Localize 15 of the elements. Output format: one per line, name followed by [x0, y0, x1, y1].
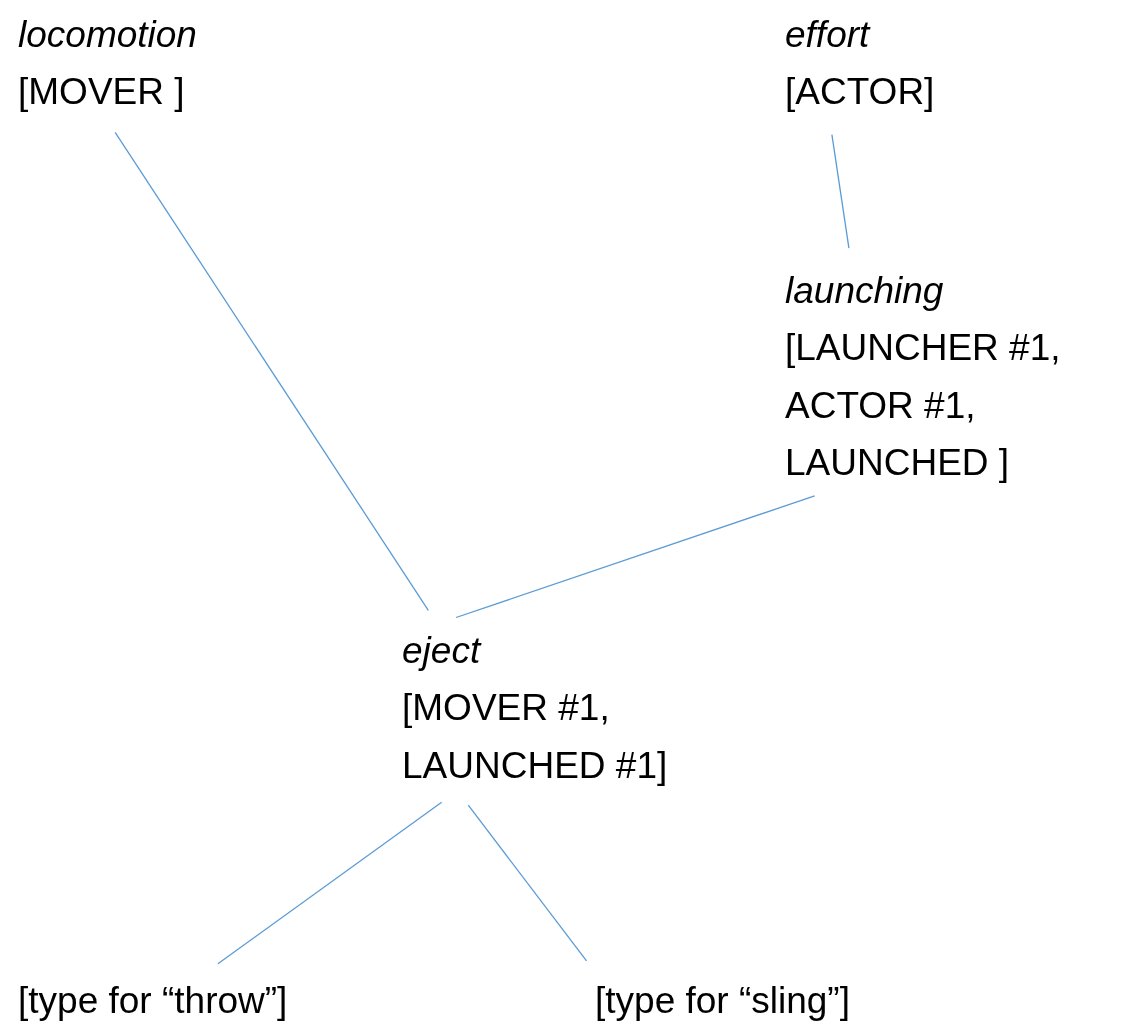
role-list: [LAUNCHER #1, ACTOR #1, LAUNCHED ]: [785, 319, 1115, 492]
connector-line: [831, 133, 850, 249]
frame-name: launching: [785, 269, 945, 313]
role-list: [MOVER ]: [18, 63, 197, 121]
frame-name: eject: [402, 629, 483, 673]
role-list: [type for “sling”]: [595, 972, 850, 1030]
role-list: [type for “throw”]: [18, 972, 288, 1030]
connector-line: [467, 804, 588, 962]
role-list: [MOVER #1, LAUNCHED #1]: [402, 679, 742, 795]
connector-line: [114, 131, 429, 611]
frame-name: effort: [785, 13, 872, 57]
connector-line: [217, 801, 443, 965]
connector-line: [455, 495, 816, 619]
role-list: [ACTOR]: [785, 63, 935, 121]
frame-name: locomotion: [18, 13, 197, 57]
